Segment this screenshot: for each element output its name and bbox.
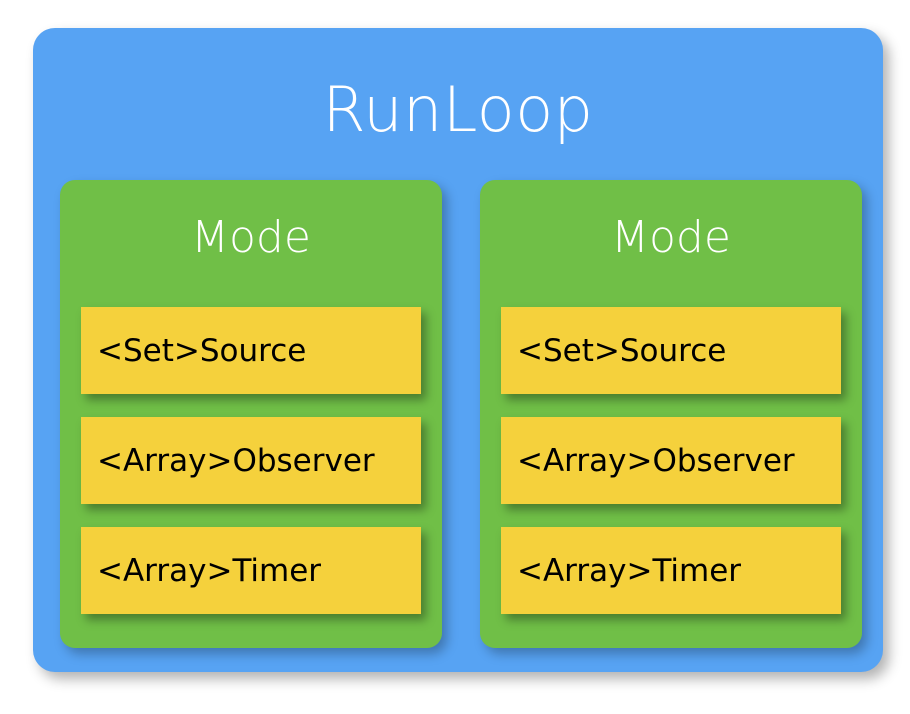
entry-label-source-2: <Set>Source <box>517 332 727 369</box>
entry-box-source-1: <Set>Source <box>81 307 421 394</box>
mode-2-entry-list: <Set>Source <Array>Observer <Array>Timer <box>501 307 841 614</box>
mode-title-1: Mode <box>191 212 311 263</box>
entry-box-timer-2: <Array>Timer <box>501 527 841 614</box>
mode-box-1: Mode <Set>Source <Array>Observer <Array>… <box>60 180 442 648</box>
mode-title-2: Mode <box>611 212 731 263</box>
entry-box-source-2: <Set>Source <box>501 307 841 394</box>
entry-box-observer-1: <Array>Observer <box>81 417 421 504</box>
entry-label-source-1: <Set>Source <box>97 332 307 369</box>
entry-label-observer-2: <Array>Observer <box>517 442 795 479</box>
entry-label-observer-1: <Array>Observer <box>97 442 375 479</box>
entry-box-timer-1: <Array>Timer <box>81 527 421 614</box>
mode-box-2: Mode <Set>Source <Array>Observer <Array>… <box>480 180 862 648</box>
entry-label-timer-2: <Array>Timer <box>517 552 742 589</box>
mode-1-entry-list: <Set>Source <Array>Observer <Array>Timer <box>81 307 421 614</box>
entry-box-observer-2: <Array>Observer <box>501 417 841 504</box>
entry-label-timer-1: <Array>Timer <box>97 552 322 589</box>
runloop-panel: RunLoop Mode <Set>Source <Array>Observer… <box>33 28 883 672</box>
runloop-title: RunLoop <box>322 73 594 146</box>
